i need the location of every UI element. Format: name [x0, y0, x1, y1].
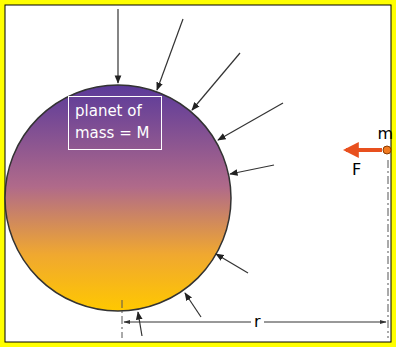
force-arrow — [346, 148, 382, 152]
distance-label: r — [251, 314, 264, 330]
mass-label: m — [377, 126, 393, 142]
frame — [5, 5, 391, 342]
mass-dot — [383, 146, 391, 154]
force-label: F — [352, 162, 361, 178]
planet-circle — [5, 85, 231, 311]
planet-text: planet of mass = M — [75, 101, 155, 145]
dimension-extension-lines — [122, 160, 388, 338]
planet-label-box: planet of mass = M — [68, 96, 162, 150]
field-arrows — [118, 9, 283, 336]
